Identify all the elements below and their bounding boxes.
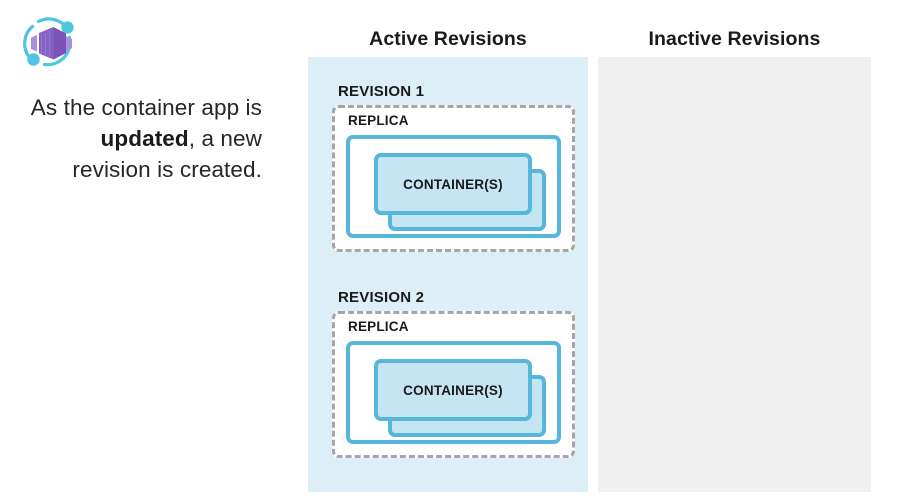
- inactive-revisions-panel: [598, 57, 871, 492]
- revision-group[interactable]: REVISION 1 REPLICA CONTAINER(S): [332, 83, 575, 252]
- container-card-front: CONTAINER(S): [374, 153, 532, 215]
- explanation-column: As the container app is updated, a new r…: [0, 0, 300, 501]
- replica-inner-box: CONTAINER(S): [346, 341, 561, 444]
- container-label: CONTAINER(S): [403, 176, 503, 192]
- inactive-revisions-header: Inactive Revisions: [648, 28, 821, 50]
- container-stack: CONTAINER(S): [374, 153, 546, 231]
- caption-prefix: As the container app is: [30, 95, 262, 120]
- active-revisions-header: Active Revisions: [369, 28, 527, 50]
- replica-label: REPLICA: [348, 113, 409, 128]
- replica-label: REPLICA: [348, 319, 409, 334]
- caption-emphasis: updated: [100, 126, 189, 151]
- container-label: CONTAINER(S): [403, 382, 503, 398]
- revision-title: REVISION 1: [338, 83, 425, 100]
- container-stack: CONTAINER(S): [374, 359, 546, 437]
- active-revisions-panel: REVISION 1 REPLICA CONTAINER(S) REVISION…: [308, 57, 588, 492]
- replica-box: REPLICA CONTAINER(S): [332, 105, 575, 252]
- caption-text: As the container app is updated, a new r…: [20, 92, 262, 185]
- caption-suffix: , a new revision is created.: [72, 126, 262, 182]
- replica-box: REPLICA CONTAINER(S): [332, 311, 575, 458]
- azure-container-apps-icon: [16, 12, 82, 74]
- replica-inner-box: CONTAINER(S): [346, 135, 561, 238]
- revision-group[interactable]: REVISION 2 REPLICA CONTAINER(S): [332, 289, 575, 458]
- container-card-front: CONTAINER(S): [374, 359, 532, 421]
- revision-title: REVISION 2: [338, 289, 425, 306]
